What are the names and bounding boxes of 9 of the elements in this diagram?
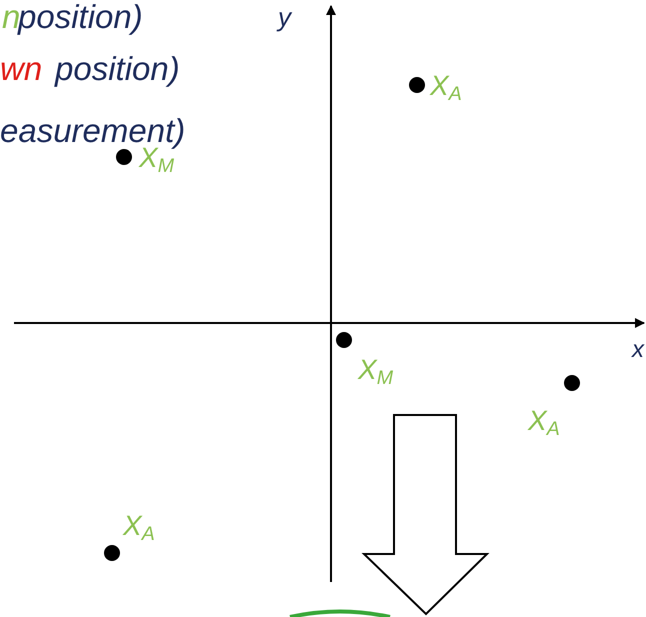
axis-label: y [278,4,291,30]
point-label: X$_{A}$ [123,512,155,544]
axis-label: x [632,338,644,362]
point-label: X$_{A}$ [430,72,462,104]
label-text: position) [55,52,180,85]
point-label: X$_{A}$ [528,407,560,440]
point-label: X$_{M}$ [358,356,394,388]
label-text: wn [0,52,42,85]
label-text: easurement) [0,114,186,147]
